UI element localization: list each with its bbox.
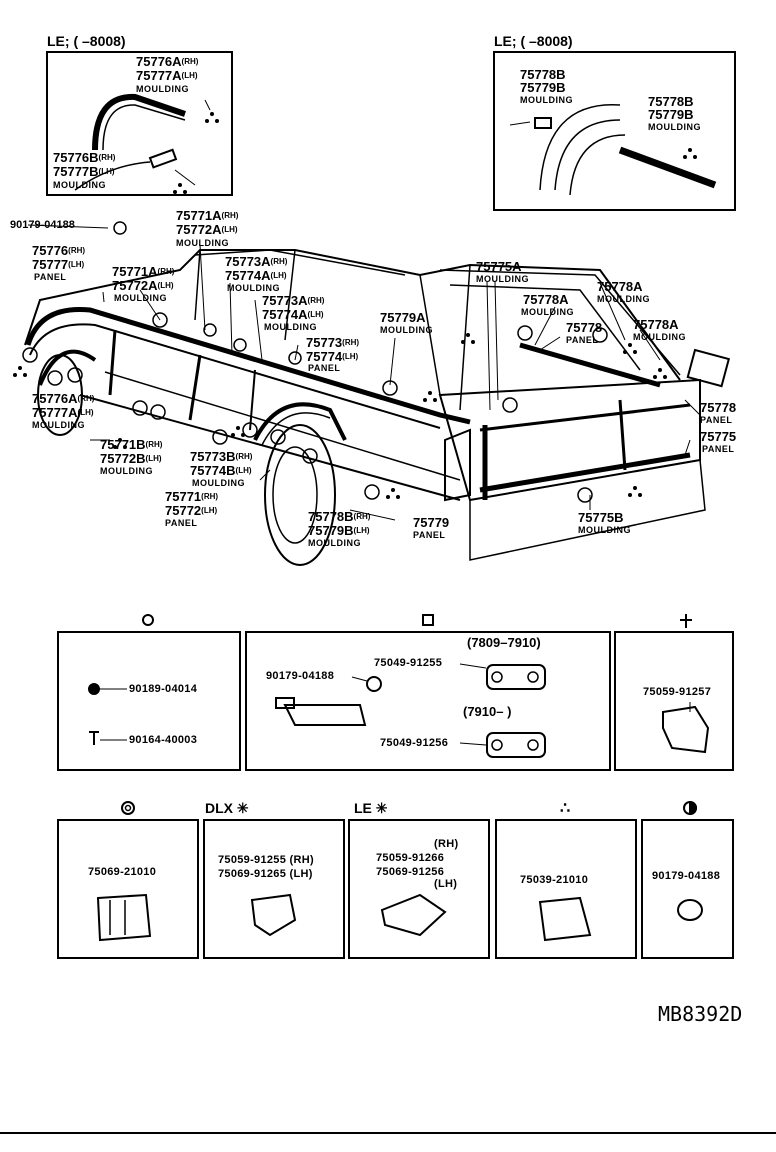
part-type: MOULDING: [176, 238, 229, 248]
legend-grade-le: LE ✳: [354, 800, 388, 816]
legend-part-number: 75059-91255 (RH): [218, 854, 314, 866]
part-number: 90179-04188: [10, 219, 75, 231]
part-number: 75779B: [648, 107, 694, 122]
part-number: 75776B(RH): [53, 150, 116, 165]
part-type: MOULDING: [32, 420, 85, 430]
part-number: 75777A(LH): [136, 68, 198, 83]
part-number: 75776A(RH): [136, 54, 199, 69]
part-type: MOULDING: [136, 84, 189, 94]
part-type: MOULDING: [578, 525, 631, 535]
part-number: 75778A: [523, 292, 569, 307]
legend-part-number: 75069-91265 (LH): [218, 868, 313, 880]
part-type: MOULDING: [308, 538, 361, 548]
part-type: MOULDING: [521, 307, 574, 317]
legend-part-number: 90179-04188: [266, 670, 335, 682]
part-number: 75773A(RH): [262, 293, 325, 308]
part-number: 75771A(RH): [112, 264, 175, 279]
legend-side: (RH): [434, 838, 459, 850]
part-type: MOULDING: [264, 322, 317, 332]
part-type: PANEL: [34, 272, 67, 282]
legend-part-number: 90164-40003: [129, 734, 198, 746]
legend-part-number: 90189-04014: [129, 683, 198, 695]
legend-part-number: 75049-91256: [380, 737, 449, 749]
part-type: MOULDING: [227, 283, 280, 293]
legend-year-range: (7809–7910): [467, 635, 541, 650]
legend-part-number: 90179-04188: [652, 870, 721, 882]
part-number: 75771B(RH): [100, 437, 163, 452]
part-type: MOULDING: [100, 466, 153, 476]
part-number: 75778B(RH): [308, 509, 371, 524]
part-number: 75778B: [520, 67, 566, 82]
part-number: 75772A(LH): [112, 278, 174, 293]
part-number: 75772(LH): [165, 503, 218, 518]
part-number: 75778B: [648, 94, 694, 109]
part-number: 75775: [700, 429, 737, 444]
part-type: PANEL: [308, 363, 341, 373]
part-type: PANEL: [413, 530, 446, 540]
part-type: MOULDING: [53, 180, 106, 190]
part-number: 75774A(LH): [262, 307, 324, 322]
part-type: MOULDING: [648, 122, 701, 132]
part-number: 75778: [566, 320, 603, 335]
part-type: PANEL: [700, 415, 733, 425]
part-type: MOULDING: [114, 293, 167, 303]
legend-symbol-dots: ∴: [560, 800, 571, 817]
legend-grade-dlx: DLX ✳: [205, 800, 249, 816]
catalog-code: MB8392D: [658, 1002, 743, 1026]
part-type: PANEL: [165, 518, 198, 528]
part-number: 75778A: [597, 279, 643, 294]
part-number: 75773A(RH): [225, 254, 288, 269]
part-number: 75779A: [380, 310, 426, 325]
part-number: 75777A(LH): [32, 405, 94, 420]
part-number: 75777(LH): [32, 257, 85, 272]
part-number: 75774B(LH): [190, 463, 252, 478]
part-number: 75771A(RH): [176, 208, 239, 223]
part-number: 75773(RH): [306, 335, 360, 350]
legend-year-range: (7910– ): [463, 704, 512, 719]
part-number: 75776(RH): [32, 243, 86, 258]
legend-part-number: 75039-21010: [520, 874, 589, 886]
part-number: 75778A: [633, 317, 679, 332]
inset-left-header: LE; ( –8008): [47, 33, 126, 49]
part-number: 75779B: [520, 80, 566, 95]
part-type: MOULDING: [192, 478, 245, 488]
legend-side: (LH): [434, 878, 458, 890]
part-type: MOULDING: [380, 325, 433, 335]
part-type: PANEL: [702, 444, 735, 454]
part-number: 75771(RH): [165, 489, 219, 504]
part-number: 75772B(LH): [100, 451, 162, 466]
part-type: MOULDING: [520, 95, 573, 105]
part-number: 75777B(LH): [53, 164, 115, 179]
part-number: 75776A(RH): [32, 391, 95, 406]
inset-right-header: LE; ( –8008): [494, 33, 573, 49]
legend-part-number: 75069-91256: [376, 866, 445, 878]
legend-part-number: 75059-91266: [376, 852, 445, 864]
part-number: 75779: [413, 515, 450, 530]
part-number: 75774A(LH): [225, 268, 287, 283]
part-number: 75778: [700, 400, 737, 415]
part-number: 75772A(LH): [176, 222, 238, 237]
part-number: 75774(LH): [306, 349, 359, 364]
legend-part-number: 75059-91257: [643, 686, 712, 698]
legend-part-number: 75069-21010: [88, 866, 157, 878]
part-number: 75773B(RH): [190, 449, 253, 464]
part-type: PANEL: [566, 335, 599, 345]
part-number: 75779B(LH): [308, 523, 370, 538]
part-type: MOULDING: [476, 274, 529, 284]
part-type: MOULDING: [633, 332, 686, 342]
part-number: 75775A: [476, 259, 522, 274]
part-number: 75775B: [578, 510, 624, 525]
legend-part-number: 75049-91255: [374, 657, 443, 669]
part-type: MOULDING: [597, 294, 650, 304]
bottom-rule: [0, 1132, 776, 1134]
